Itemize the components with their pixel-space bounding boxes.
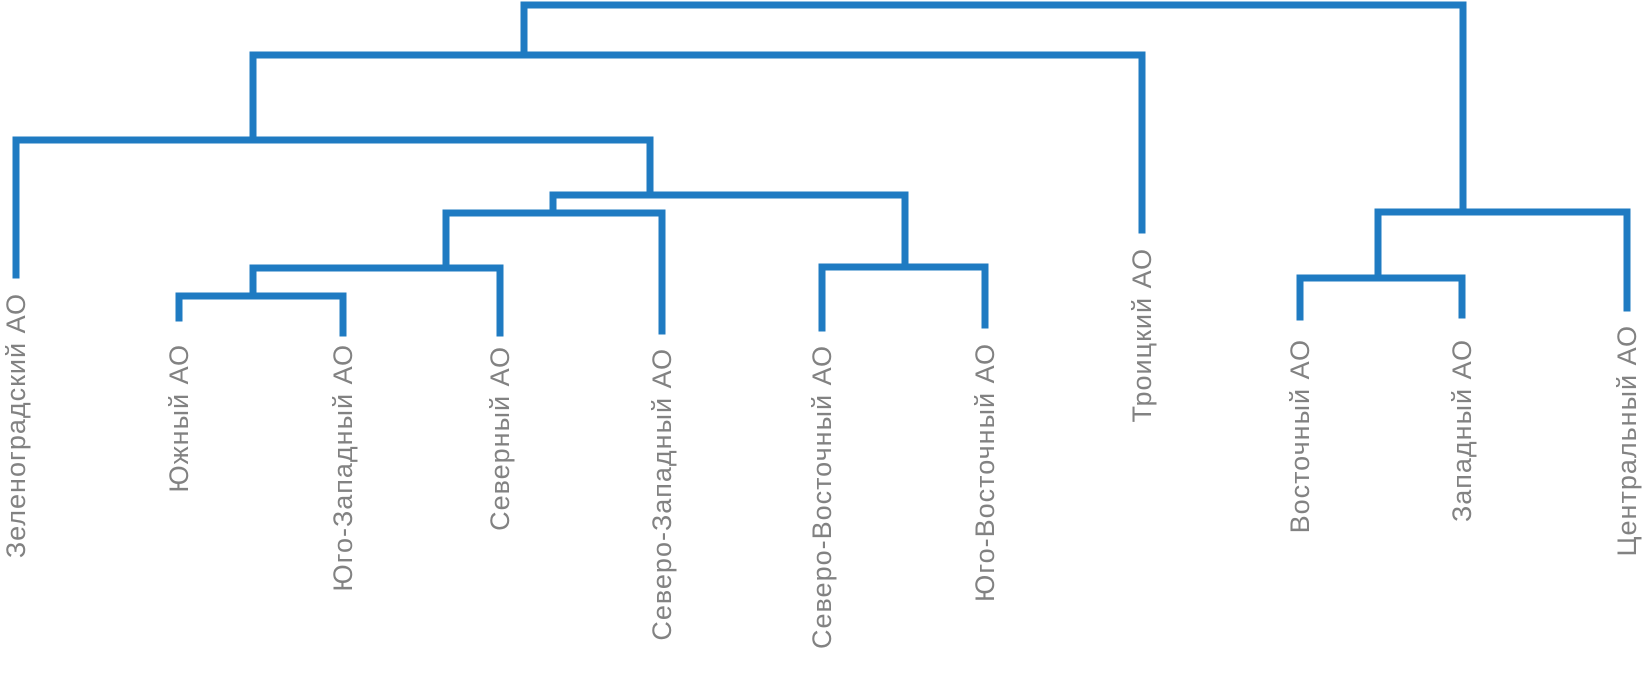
leaf-label: Юго-Западный АО: [328, 344, 358, 592]
leaf-label: Западный АО: [1447, 339, 1477, 522]
leaf-label: Центральный АО: [1612, 325, 1642, 556]
dendrogram-vertical-segment: [818, 263, 826, 332]
dendrogram-vertical-segment: [249, 264, 257, 300]
dendrogram-vertical-segment: [901, 191, 909, 271]
leaf-label: Северо-Восточный АО: [807, 345, 837, 649]
dendrogram-vertical-segment: [549, 191, 557, 217]
dendrogram-vertical-segment: [1459, 1, 1467, 216]
leaf-label: Юго-Восточный АО: [970, 343, 1000, 602]
leaf-label: Восточный АО: [1285, 339, 1315, 533]
dendrogram-vertical-segment: [12, 136, 20, 279]
dendrogram-link-G: [249, 51, 1146, 59]
dendrogram-link-B: [249, 264, 504, 272]
leaf-label: Северный АО: [485, 346, 515, 531]
dendrogram-vertical-segment: [646, 136, 654, 199]
dendrogram-vertical-segment: [1374, 208, 1382, 282]
dendrogram-vertical-segment: [442, 209, 450, 272]
dendrogram-link-A: [175, 292, 347, 300]
dendrogram-vertical-segment: [1138, 51, 1146, 234]
leaf-label: Зеленоградский АО: [1, 293, 31, 558]
dendrogram-vertical-segment: [981, 263, 989, 329]
leaf-label: Троицкий АО: [1127, 248, 1157, 422]
dendrogram-vertical-segment: [520, 1, 528, 59]
dendrogram-vertical-segment: [1623, 208, 1631, 312]
dendrogram-vertical-segment: [496, 264, 504, 337]
dendrogram-vertical-segment: [658, 209, 666, 335]
dendrogram-link-F: [12, 136, 654, 144]
leaf-label: Северо-Западный АО: [647, 348, 677, 641]
leaf-label: Южный АО: [164, 344, 194, 493]
dendrogram-vertical-segment: [1458, 274, 1466, 319]
dendrogram-vertical-segment: [175, 292, 183, 322]
dendrogram-vertical-segment: [249, 51, 257, 144]
dendrogram-vertical-segment: [339, 292, 347, 337]
dendrogram-link-I: [1374, 208, 1631, 216]
dendrogram-link-root: [520, 1, 1467, 9]
dendrogram-vertical-segment: [1296, 274, 1304, 321]
dendrogram-link-E: [549, 191, 909, 199]
